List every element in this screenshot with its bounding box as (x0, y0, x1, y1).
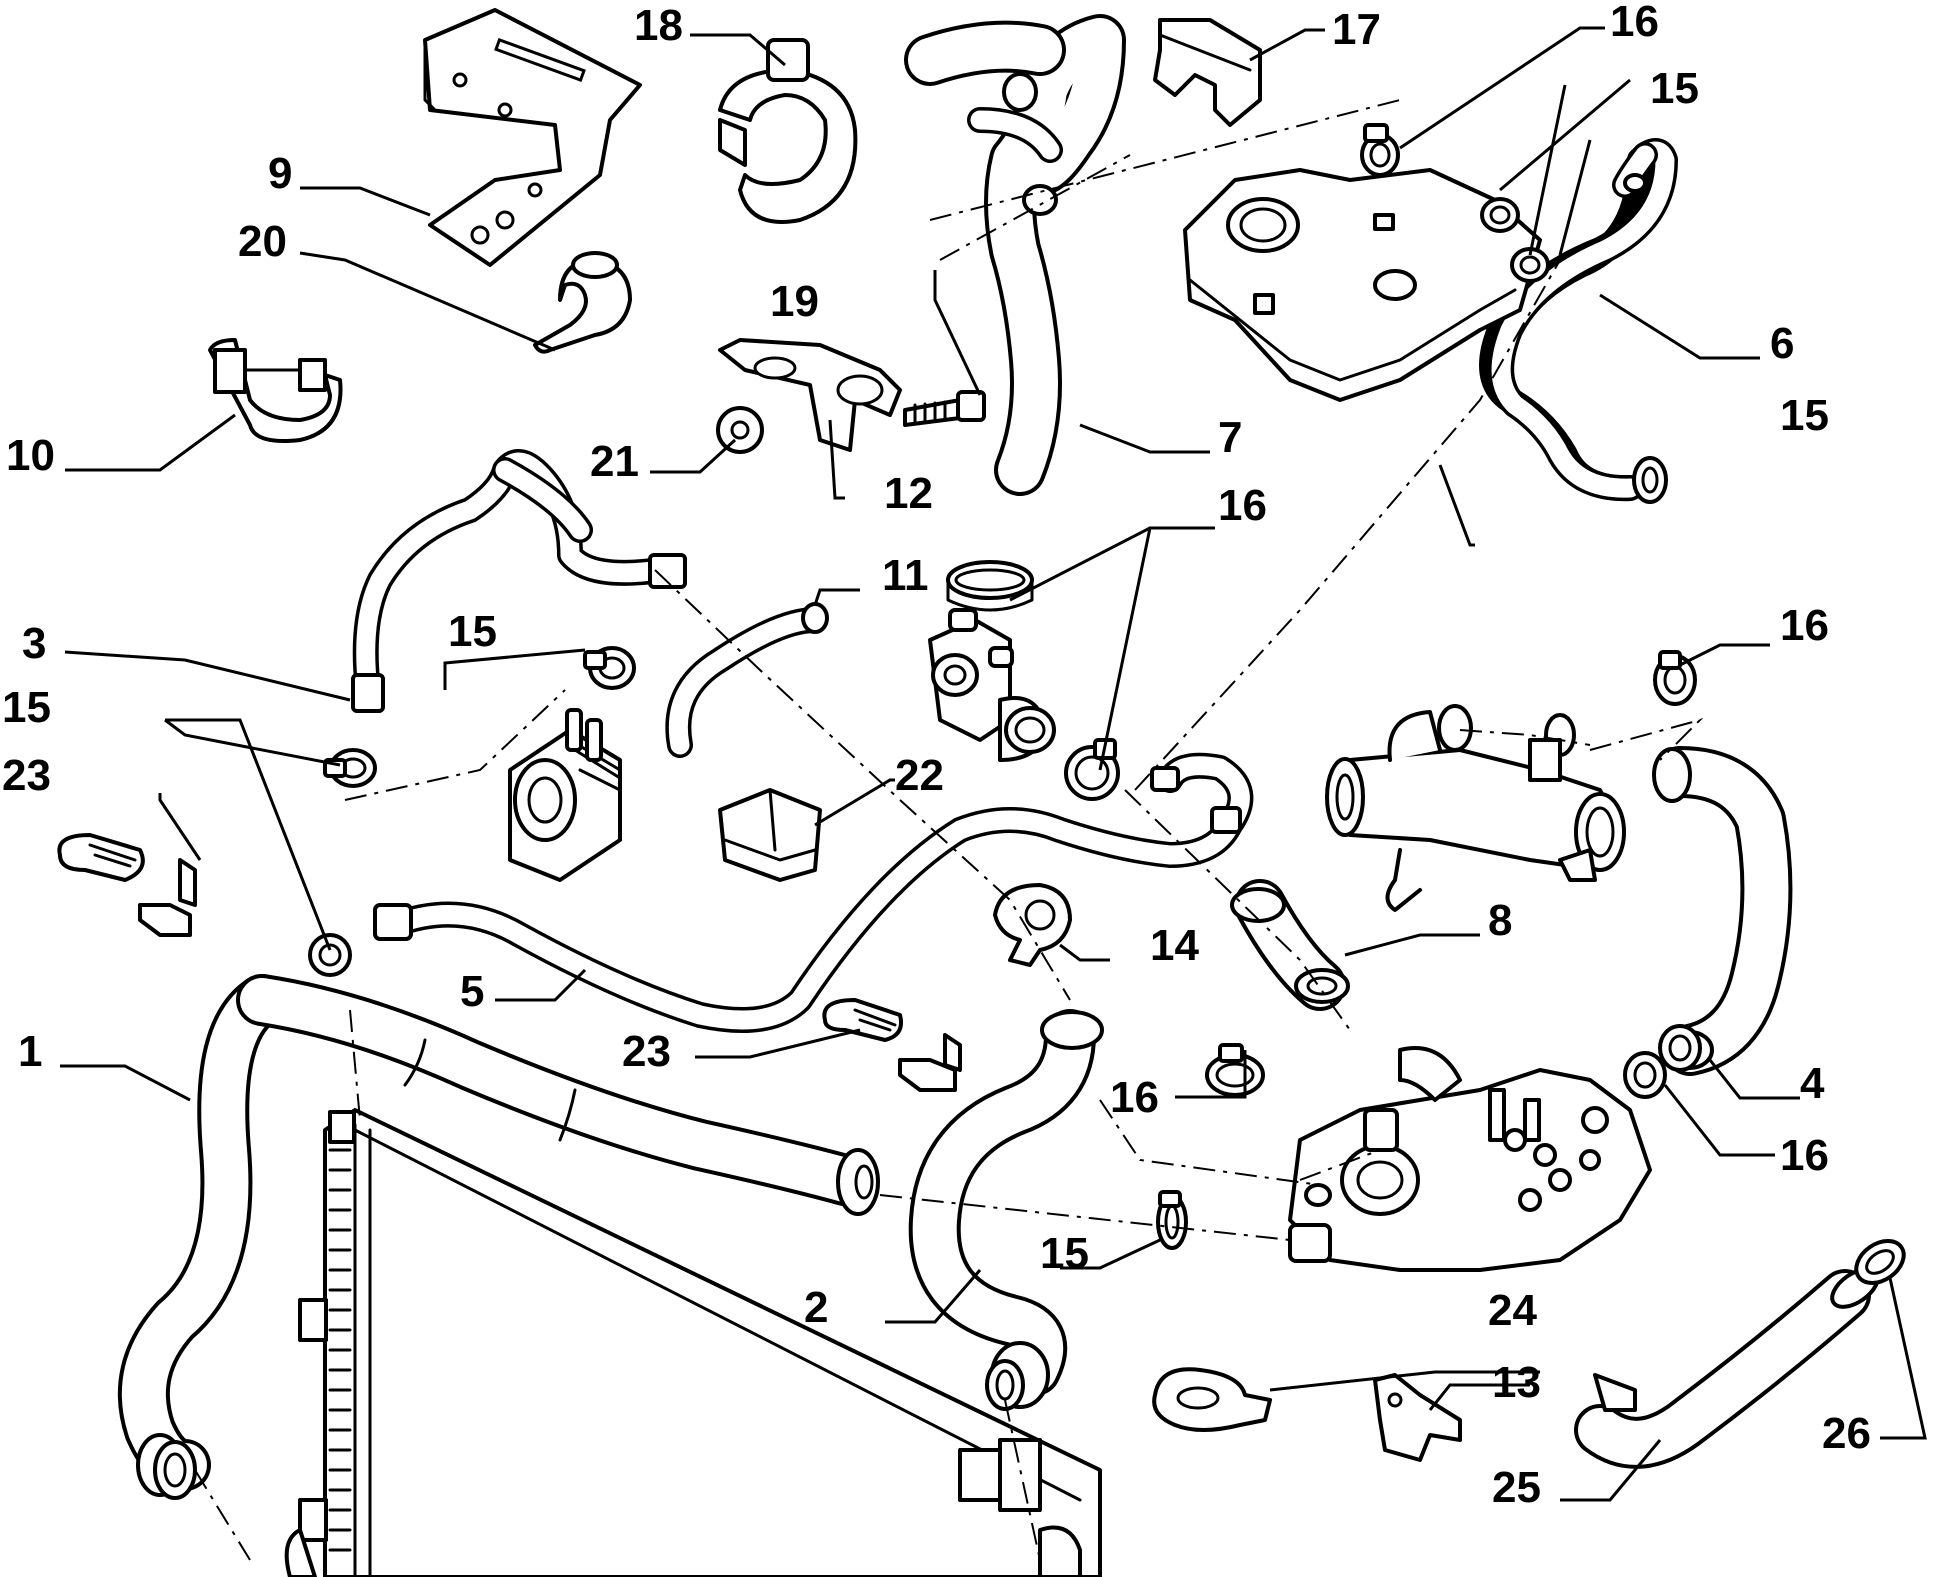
hose-clamp-16-outlet (946, 560, 1034, 612)
callout-2: 2 (804, 1283, 828, 1332)
water-outlet (928, 608, 1056, 762)
hose-5 (373, 752, 1254, 1033)
hose-clamp-16-tank (1360, 123, 1400, 177)
callout-12: 12 (884, 469, 933, 518)
callout-16-tank: 16 (1610, 0, 1659, 46)
callout-9: 9 (268, 149, 292, 198)
oil-cooler (508, 708, 622, 882)
hose-clamp-16-hose4-b (1623, 1051, 1667, 1099)
callout-18: 18 (634, 1, 683, 50)
callout-23-left: 23 (2, 751, 51, 800)
hose-3 (351, 449, 687, 713)
callout-16-outlet: 16 (1218, 481, 1267, 530)
callout-15-thermo: 15 (1040, 1229, 1089, 1278)
callout-15-oilcooler: 15 (448, 607, 497, 656)
callout-6: 6 (1770, 319, 1794, 368)
callout-15-hose6: 15 (1780, 391, 1829, 440)
callout-16-right: 16 (1780, 601, 1829, 650)
hose-8 (1230, 879, 1350, 1011)
cable-tie-23a (57, 833, 197, 937)
callout-3: 3 (22, 619, 46, 668)
clip-22 (718, 788, 822, 882)
callout-15-left: 15 (2, 683, 51, 732)
bracket-12 (718, 338, 902, 452)
leader-lines (60, 26, 1927, 1502)
hose-2 (908, 1009, 1104, 1411)
callout-23-center: 23 (622, 1027, 671, 1076)
callout-10: 10 (6, 431, 55, 480)
bolt-19 (903, 390, 986, 427)
hose-clamp-15-hose3 (323, 748, 377, 788)
cable-tie-23b (822, 998, 962, 1092)
callout-15-tank: 15 (1650, 64, 1699, 113)
callout-8: 8 (1488, 896, 1512, 945)
callout-26: 26 (1822, 1409, 1871, 1458)
hose-clamp-15-oilcooler (583, 646, 636, 690)
callout-20: 20 (238, 217, 287, 266)
bracket-13 (1373, 1373, 1462, 1462)
radiator (284, 1108, 1102, 1577)
nut-21 (716, 406, 764, 454)
hose-clamp-16-thermo (1205, 1043, 1265, 1097)
clip-14 (993, 883, 1072, 967)
callout-13: 13 (1492, 1358, 1541, 1407)
clip-24 (1152, 1367, 1272, 1432)
callout-17: 17 (1332, 5, 1381, 54)
callout-14: 14 (1150, 921, 1199, 970)
thermostat-housing (1288, 1046, 1652, 1272)
callout-25: 25 (1492, 1463, 1541, 1512)
callout-24: 24 (1488, 1286, 1537, 1335)
hose-clamp-15-hose5 (308, 933, 352, 977)
hose-clamp-16-lower (1064, 738, 1120, 801)
callout-labels: 1 2 3 4 5 6 7 8 9 10 11 12 13 14 15 15 1… (2, 0, 1871, 1512)
hose-clamp-15-tank-a (1480, 197, 1520, 233)
callout-7: 7 (1218, 413, 1242, 462)
hose-clamp-15-hose6 (1632, 456, 1668, 504)
callout-21: 21 (590, 437, 639, 486)
hose-7 (904, 14, 1126, 496)
bracket-9 (423, 8, 642, 267)
callout-5: 5 (460, 967, 484, 1016)
clip-18 (718, 38, 858, 224)
hose-25 (1574, 1267, 1880, 1469)
hose-clamp-16-hose4-a (1658, 1024, 1702, 1072)
callout-11: 11 (882, 551, 929, 600)
callout-4: 4 (1800, 1059, 1825, 1108)
callout-16-hose4: 16 (1780, 1131, 1829, 1180)
hose-6 (1479, 138, 1678, 502)
hose-4 (1652, 746, 1793, 1076)
heat-exchanger (1325, 704, 1626, 912)
expansion-tank (1183, 168, 1542, 402)
callout-19: 19 (770, 277, 819, 326)
o-ring-26 (1854, 1239, 1906, 1285)
hose-clamp-15-thermo (1156, 1190, 1188, 1250)
callout-16-thermo: 16 (1110, 1073, 1159, 1122)
clip-17 (1153, 18, 1262, 127)
clip-10 (208, 338, 343, 443)
hose-clamp-16-right (1653, 650, 1697, 706)
hose-1 (117, 974, 880, 1500)
assembly-dash-lines (194, 99, 1704, 1561)
clip-20 (533, 251, 632, 354)
callout-1: 1 (18, 1027, 42, 1076)
hose-11 (665, 602, 829, 758)
callout-22: 22 (895, 751, 944, 800)
